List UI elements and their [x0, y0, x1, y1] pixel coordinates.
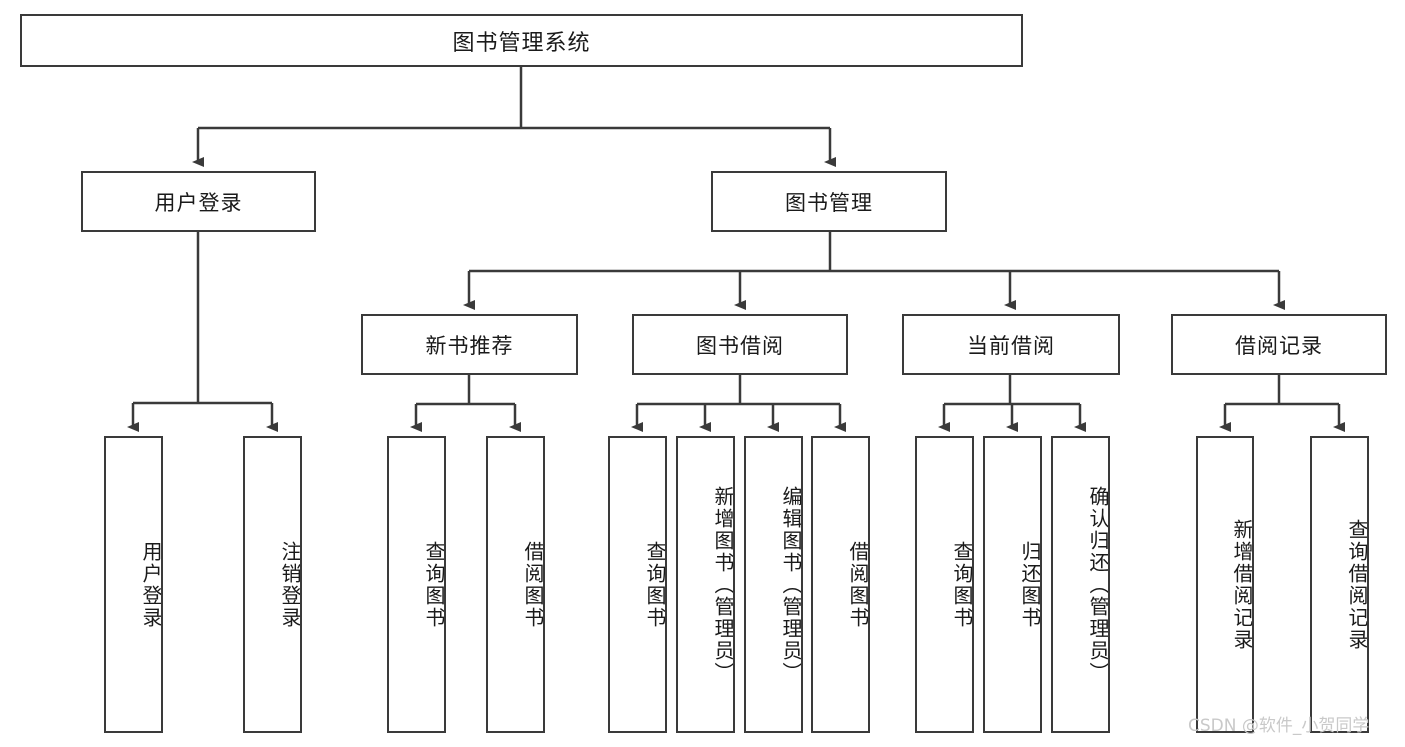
node-leaf-confirm-return[interactable]: 确认归还（管理员） [1051, 436, 1110, 733]
node-leaf-query-book-2[interactable]: 查询图书 [608, 436, 667, 733]
node-user-login[interactable]: 用户登录 [81, 171, 316, 232]
node-leaf-user-login[interactable]: 用户登录 [104, 436, 163, 733]
node-leaf-query-book-2-label: 查询图书 [643, 540, 667, 629]
node-leaf-borrow-book-2[interactable]: 借阅图书 [811, 436, 870, 733]
node-book-borrow[interactable]: 图书借阅 [632, 314, 848, 375]
node-book-manage-label: 图书管理 [785, 190, 873, 215]
node-leaf-confirm-return-label: 确认归还（管理员） [1086, 485, 1110, 684]
node-borrow-record[interactable]: 借阅记录 [1171, 314, 1387, 375]
node-leaf-logout[interactable]: 注销登录 [243, 436, 302, 733]
node-leaf-return-book-label: 归还图书 [1018, 540, 1042, 629]
node-new-book-rec-label: 新书推荐 [425, 333, 514, 358]
node-leaf-query-book-1[interactable]: 查询图书 [387, 436, 446, 733]
node-current-borrow-label: 当前借阅 [967, 333, 1055, 358]
node-book-borrow-label: 图书借阅 [696, 333, 784, 358]
node-new-book-rec[interactable]: 新书推荐 [361, 314, 578, 375]
node-user-login-label: 用户登录 [154, 190, 243, 215]
node-root[interactable]: 图书管理系统 [20, 14, 1023, 67]
node-leaf-query-record-label: 查询借阅记录 [1345, 518, 1369, 651]
node-leaf-user-login-label: 用户登录 [139, 540, 163, 629]
node-root-label: 图书管理系统 [452, 30, 591, 56]
csdn-watermark: CSDN @软件_小贺同学 [1188, 716, 1370, 736]
node-leaf-add-book[interactable]: 新增图书（管理员） [676, 436, 735, 733]
node-leaf-return-book[interactable]: 归还图书 [983, 436, 1042, 733]
node-leaf-logout-label: 注销登录 [278, 540, 302, 629]
node-leaf-edit-book[interactable]: 编辑图书（管理员） [744, 436, 803, 733]
node-book-manage[interactable]: 图书管理 [711, 171, 947, 232]
node-leaf-query-book-3-label: 查询图书 [950, 540, 974, 629]
node-leaf-borrow-book-2-label: 借阅图书 [846, 540, 870, 629]
node-leaf-query-book-3[interactable]: 查询图书 [915, 436, 974, 733]
node-current-borrow[interactable]: 当前借阅 [902, 314, 1120, 375]
node-leaf-query-book-1-label: 查询图书 [422, 540, 446, 629]
node-leaf-add-record[interactable]: 新增借阅记录 [1196, 436, 1254, 733]
node-leaf-borrow-book-1-label: 借阅图书 [521, 540, 545, 629]
node-leaf-borrow-book-1[interactable]: 借阅图书 [486, 436, 545, 733]
node-leaf-add-record-label: 新增借阅记录 [1230, 518, 1254, 651]
node-borrow-record-label: 借阅记录 [1235, 333, 1323, 358]
node-leaf-add-book-label: 新增图书（管理员） [711, 485, 735, 684]
node-leaf-edit-book-label: 编辑图书（管理员） [779, 485, 803, 684]
node-leaf-query-record[interactable]: 查询借阅记录 [1310, 436, 1369, 733]
